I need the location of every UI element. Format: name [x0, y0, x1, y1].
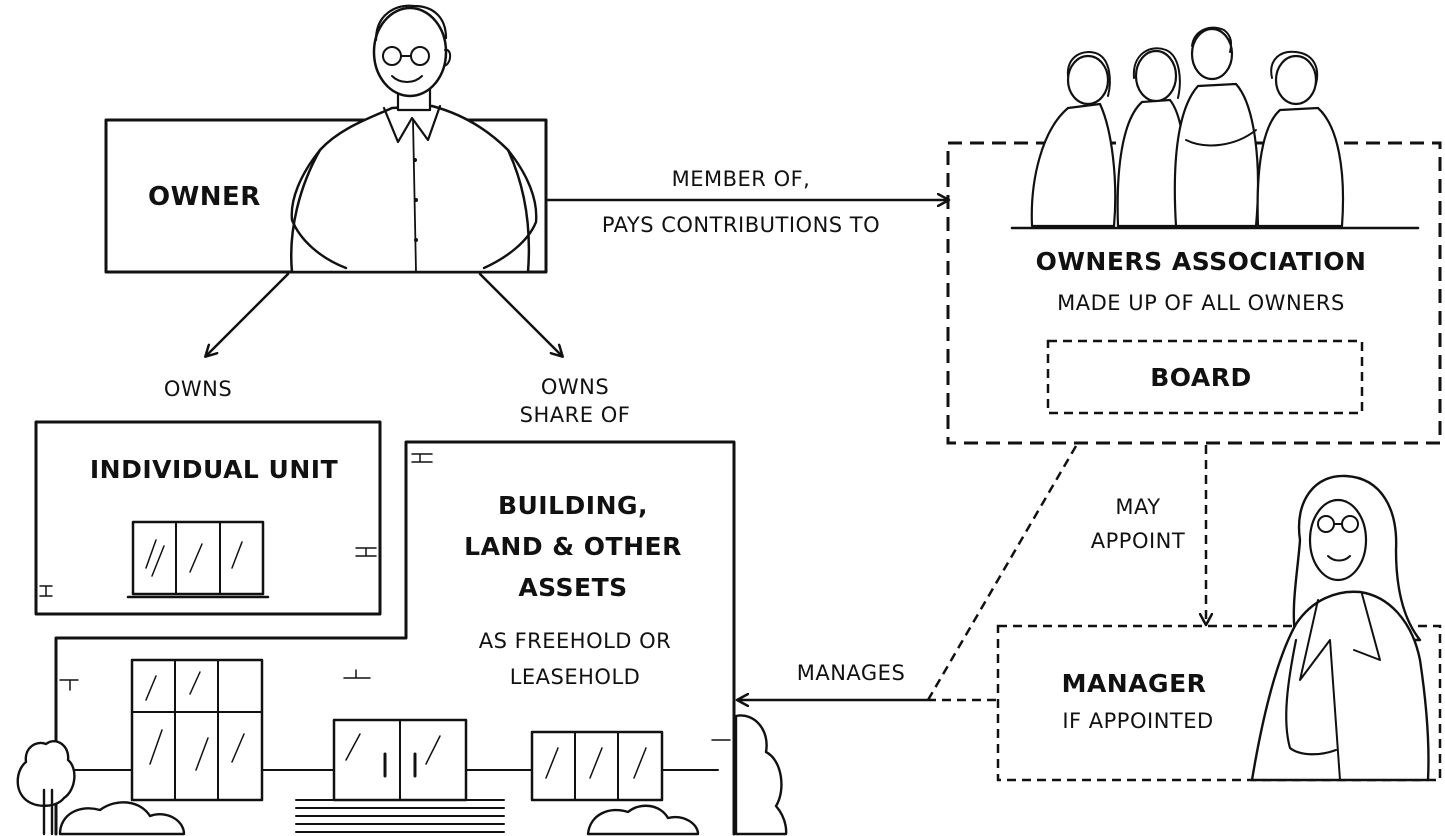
building-node: BUILDING, LAND & OTHER ASSETS AS FREEHOL… [54, 440, 736, 836]
member-of-edge: MEMBER OF, PAYS CONTRIBUTIONS TO [546, 167, 948, 237]
owner-label: OWNER [148, 182, 261, 212]
may-appoint-label-line1: MAY [1115, 495, 1160, 519]
individual-unit-node: INDIVIDUAL UNIT [34, 420, 382, 616]
window-icon [126, 520, 270, 599]
owns-share-label-line2: SHARE OF [520, 403, 631, 427]
board-box [1046, 339, 1364, 415]
owns-unit-arrow [206, 272, 290, 356]
member-of-label: MEMBER OF, [672, 167, 811, 191]
steps [295, 799, 505, 833]
owns-unit-label: OWNS [164, 377, 232, 401]
building-label-line4: AS FREEHOLD OR [479, 629, 672, 653]
brick-detail [39, 547, 377, 597]
manager-subtitle: IF APPOINTED [1062, 709, 1213, 733]
manages-dashed-connector [926, 445, 1078, 701]
owners-association-title: OWNERS ASSOCIATION [1036, 247, 1367, 276]
tree-icon [16, 739, 76, 836]
bush-icon [58, 714, 788, 836]
owner-person-illustration [290, 4, 538, 274]
building-label-line3: ASSETS [518, 573, 627, 602]
owners-association-node: OWNERS ASSOCIATION MADE UP OF ALL OWNERS… [946, 26, 1442, 445]
window-icon [130, 658, 264, 802]
manager-title: MANAGER [1062, 669, 1207, 698]
owns-share-label-line1: OWNS [541, 375, 609, 399]
board-label: BOARD [1150, 363, 1252, 392]
manages-edge: MANAGES [738, 445, 1078, 701]
window-icon [530, 730, 664, 802]
building-outline [54, 440, 736, 836]
building-label-line2: LAND & OTHER [464, 532, 682, 561]
building-label-line1: BUILDING, [498, 491, 648, 520]
pays-contributions-label: PAYS CONTRIBUTIONS TO [602, 213, 880, 237]
owns-share-arrow [478, 272, 562, 356]
manager-box [996, 624, 1442, 782]
door-icon [332, 718, 468, 802]
building-label-line5: LEASEHOLD [510, 665, 641, 689]
owns-unit-edge: OWNS [164, 272, 290, 401]
individual-unit-box [34, 420, 382, 616]
may-appoint-label-line2: APPOINT [1091, 529, 1185, 553]
may-appoint-edge: MAY APPOINT [1091, 445, 1206, 624]
board-node: BOARD [1046, 339, 1364, 415]
individual-unit-label: INDIVIDUAL UNIT [90, 455, 338, 484]
manager-person-illustration [1250, 474, 1430, 782]
owners-association-subtitle: MADE UP OF ALL OWNERS [1057, 291, 1345, 315]
manager-node: MANAGER IF APPOINTED [996, 474, 1442, 782]
manages-label: MANAGES [797, 661, 906, 685]
owners-group-illustration [1030, 26, 1345, 228]
owns-share-edge: OWNS SHARE OF [478, 272, 631, 427]
